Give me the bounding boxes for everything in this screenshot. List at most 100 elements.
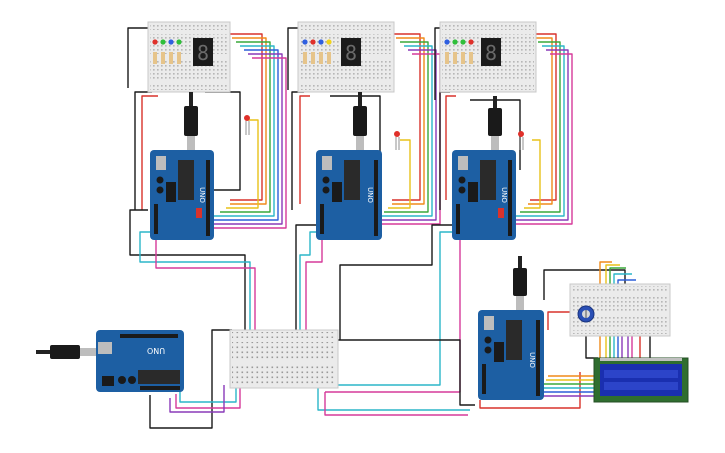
led-group-1: 8 <box>152 38 213 66</box>
wire-pink <box>324 392 468 416</box>
wire-cyan <box>299 231 318 335</box>
led-green <box>452 39 458 45</box>
wire-red <box>141 95 158 210</box>
breadboard-top-1 <box>147 21 231 93</box>
seven-segment-display: 8 <box>341 38 361 66</box>
wire-purple <box>376 49 437 221</box>
resistor <box>161 52 165 64</box>
usb-cable-1 <box>184 92 198 152</box>
usb-cable-3 <box>488 96 502 152</box>
led-red <box>310 39 316 45</box>
resistor <box>303 52 307 64</box>
usb-cable-4 <box>513 256 527 312</box>
wire-pink <box>155 236 256 335</box>
resistor <box>169 52 173 64</box>
wire-cyan <box>380 45 433 217</box>
led-green <box>160 39 166 45</box>
board-logo: UNO <box>528 352 536 368</box>
standalone-led-3 <box>518 131 524 150</box>
resistor <box>453 52 457 64</box>
usb-cable-2 <box>353 92 367 152</box>
wire-black <box>134 91 152 210</box>
seven-segment-digit: 8 <box>197 41 209 65</box>
led-yellow <box>326 39 332 45</box>
seven-segment-display: 8 <box>481 38 501 66</box>
wire-pink <box>305 238 323 335</box>
resistor <box>327 52 331 64</box>
board-logo: UNO <box>500 187 508 203</box>
resistor <box>311 52 315 64</box>
board-logo: UNO <box>366 187 374 203</box>
wire-blue <box>208 49 279 221</box>
arduino-uno-5: UNO <box>478 310 544 400</box>
led-red <box>468 39 474 45</box>
lcd-display <box>593 357 689 403</box>
board-logo: UNO <box>147 346 165 355</box>
arduino-uno-3: UNO <box>452 150 516 240</box>
wire-red <box>479 372 581 409</box>
wire-yellow <box>524 139 541 209</box>
wire-purple <box>202 53 283 225</box>
led-blue <box>168 39 174 45</box>
wire-green <box>220 41 271 213</box>
wire-pink <box>175 385 241 409</box>
standalone-led-1 <box>244 115 250 135</box>
resistor <box>177 52 181 64</box>
led-group-2: 8 <box>302 38 361 66</box>
arduino-uno-1: UNO <box>150 150 214 240</box>
led-green <box>460 39 466 45</box>
seven-segment-display: 8 <box>193 38 213 66</box>
wire-yellow <box>388 139 411 209</box>
wire-black <box>336 339 475 406</box>
resistor <box>445 52 449 64</box>
wire-green <box>384 41 429 213</box>
resistor <box>153 52 157 64</box>
wire-black <box>149 329 232 429</box>
led-blue <box>444 39 450 45</box>
led-blue <box>302 39 308 45</box>
wire-cyan <box>179 385 237 403</box>
led-blue <box>318 39 324 45</box>
wire-red <box>230 33 263 201</box>
wire-pink <box>196 57 287 229</box>
wire-cyan <box>214 45 275 217</box>
wire-cyan <box>320 231 456 386</box>
wire-orange <box>392 37 425 205</box>
seven-segment-digit: 8 <box>485 41 497 65</box>
wire-cyan <box>516 45 565 217</box>
wire-black <box>543 269 626 300</box>
wire-black <box>339 224 455 340</box>
resistor <box>319 52 323 64</box>
wire-black <box>295 224 316 335</box>
wire-pink <box>508 53 573 225</box>
led-green <box>176 39 182 45</box>
led-red <box>152 39 158 45</box>
wire-red <box>530 33 557 201</box>
arduino-uno-2: UNO <box>316 150 382 240</box>
wire-yellow <box>226 119 259 209</box>
wire-red <box>445 95 456 200</box>
wire-black <box>287 27 300 90</box>
seven-segment-digit: 8 <box>345 41 357 65</box>
wire-cyan <box>139 231 251 335</box>
led-group-3: 8 <box>444 38 501 66</box>
wire-purple <box>169 385 225 413</box>
wire-red <box>299 95 310 204</box>
resistor <box>461 52 465 64</box>
wire-black <box>330 95 381 170</box>
resistor <box>469 52 473 64</box>
wire-red <box>547 311 572 330</box>
wire-cyan <box>317 385 470 411</box>
wire-red <box>392 33 421 201</box>
potentiometer <box>577 305 595 323</box>
breadboard-center <box>229 329 339 389</box>
wire-orange <box>230 37 267 205</box>
wire-black <box>129 209 246 335</box>
usb-cable-5 <box>36 345 96 359</box>
wire-green <box>520 41 561 213</box>
board-logo: UNO <box>198 187 206 203</box>
wire-black <box>291 91 304 210</box>
wire-purple <box>512 49 569 221</box>
wire-black <box>127 27 150 88</box>
